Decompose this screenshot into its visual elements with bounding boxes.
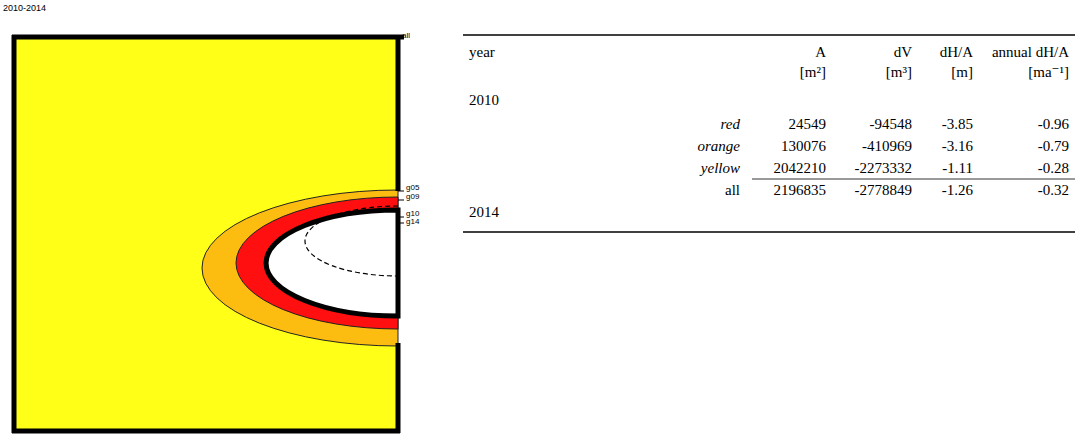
column-header: dV	[894, 43, 912, 61]
year-label: 2010	[469, 91, 499, 109]
red-band	[236, 197, 398, 329]
table-rule	[463, 231, 1075, 233]
border	[396, 35, 401, 191]
table-rule	[463, 34, 1075, 36]
border	[396, 343, 401, 433]
table-cell: -410969	[862, 137, 912, 155]
column-header: dH/A	[940, 43, 973, 61]
year-label: 2014	[469, 203, 499, 221]
border	[12, 429, 400, 434]
table-cell: -0.28	[1038, 159, 1069, 177]
unit-label: [ma⁻¹]	[1028, 63, 1069, 81]
level-label: all	[402, 31, 410, 41]
tick	[398, 200, 404, 201]
table-cell: -2778849	[855, 181, 913, 199]
table-cell: -94548	[870, 115, 913, 133]
table-cell: -0.96	[1038, 115, 1069, 133]
tick	[398, 223, 404, 224]
table-cell: -3.85	[942, 115, 973, 133]
level-label: g09	[406, 192, 419, 202]
figure-title: 2010-2014	[3, 3, 46, 14]
row-label: all	[725, 181, 740, 199]
dashed-outline	[305, 206, 398, 276]
border	[12, 35, 17, 433]
unit-label: [m]	[951, 63, 973, 81]
row-label: red	[721, 115, 740, 133]
table-cell: 2042210	[774, 159, 827, 177]
table-cell: 2196835	[774, 181, 827, 199]
tick	[398, 191, 404, 192]
level-label: g05	[406, 183, 419, 193]
column-header: A	[815, 43, 826, 61]
table-cell: -0.32	[1038, 181, 1069, 199]
unit-label: [m³]	[886, 63, 912, 81]
border	[12, 35, 404, 40]
table-cell: -3.16	[942, 137, 973, 155]
unit-label: [m²]	[800, 63, 826, 81]
row-label: yellow	[701, 159, 740, 177]
orange-band	[202, 190, 398, 346]
table-cell: -0.79	[1038, 137, 1069, 155]
table-rule	[752, 179, 1075, 180]
table-cell: 24549	[789, 115, 827, 133]
column-header: year	[469, 43, 495, 61]
level-label: g14	[406, 217, 419, 227]
table-cell: -2273332	[855, 159, 913, 177]
row-label: orange	[698, 137, 741, 155]
table-cell: -1.11	[942, 159, 973, 177]
yellow-area	[14, 37, 398, 431]
tick	[398, 217, 404, 218]
table-cell: -1.26	[942, 181, 973, 199]
glacier-outline	[266, 210, 398, 316]
table-cell: 130076	[781, 137, 826, 155]
column-header: annual dH/A	[992, 43, 1069, 61]
